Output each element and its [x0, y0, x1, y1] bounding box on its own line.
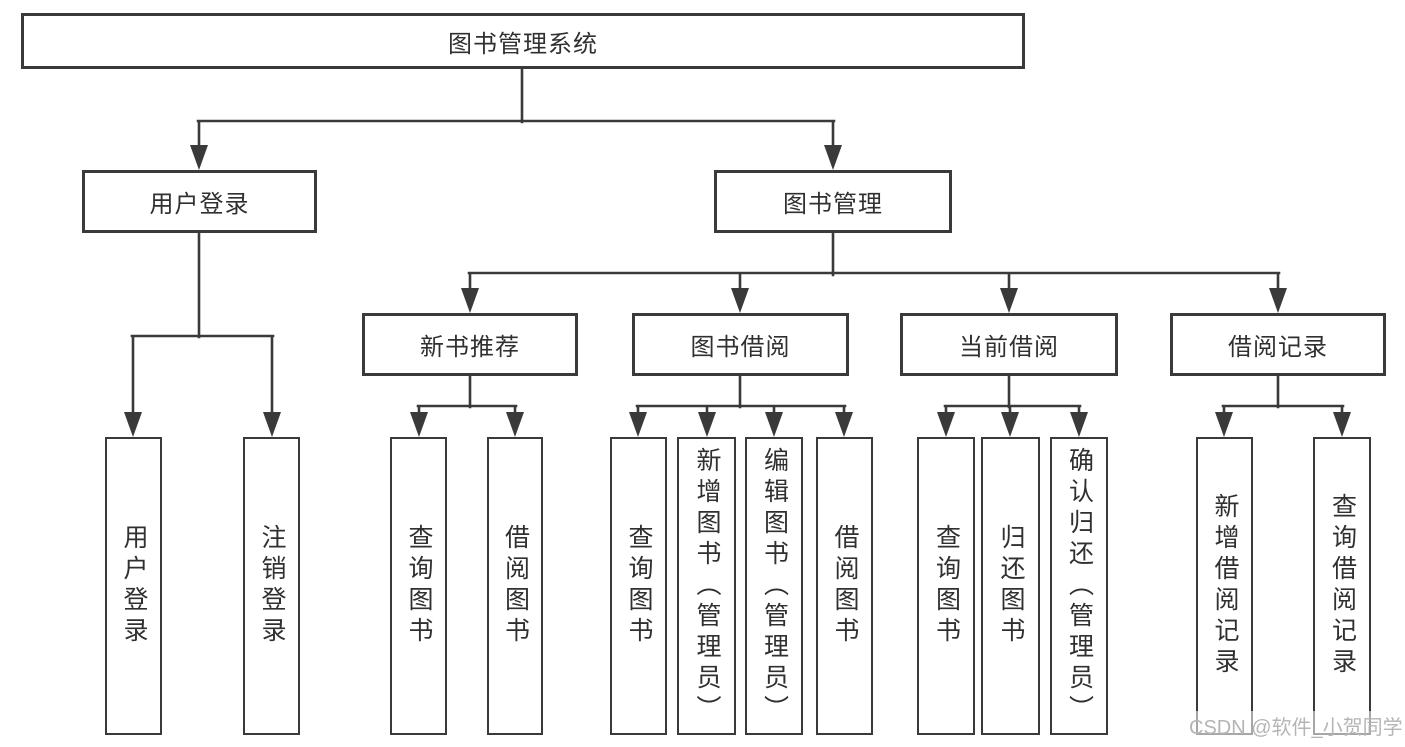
leaf-borrow-books-borrowing: 借阅图书	[816, 437, 873, 735]
node-library-management-system: 图书管理系统	[21, 13, 1025, 69]
node-book-management: 图书管理	[714, 170, 952, 233]
leaf-add-books-admin: 新增图书（管理员）	[677, 437, 736, 735]
leaf-query-books-current: 查询图书	[917, 437, 975, 735]
node-label: 图书借阅	[690, 334, 791, 361]
leaf-label: 新增图书（管理员）	[693, 446, 721, 726]
leaf-add-borrow-record: 新增借阅记录	[1196, 437, 1253, 735]
leaf-user-login: 用户登录	[105, 437, 162, 735]
leaf-confirm-return-admin: 确认归还（管理员）	[1050, 437, 1108, 735]
csdn-watermark: CSDN @软件_小贺同学	[1186, 711, 1405, 740]
leaf-label: 编辑图书（管理员）	[760, 446, 789, 726]
node-book-borrowing: 图书借阅	[632, 313, 849, 376]
node-new-book-recommendation: 新书推荐	[362, 313, 578, 376]
leaf-query-borrow-record: 查询借阅记录	[1313, 437, 1371, 735]
node-user-login: 用户登录	[82, 170, 317, 233]
leaf-label: 归还图书	[997, 524, 1025, 648]
leaf-label: 借阅图书	[501, 524, 530, 648]
leaf-query-books-recommend: 查询图书	[390, 437, 447, 735]
leaf-label: 确认归还（管理员）	[1065, 446, 1094, 726]
leaf-label: 用户登录	[120, 524, 148, 648]
node-borrowing-records: 借阅记录	[1170, 313, 1386, 376]
leaf-label: 查询图书	[932, 524, 961, 648]
leaf-label: 查询图书	[625, 524, 653, 648]
leaf-logout-login: 注销登录	[243, 437, 300, 735]
node-label: 图书管理	[783, 191, 883, 218]
node-label: 当前借阅	[959, 334, 1059, 361]
leaf-borrow-books-recommend: 借阅图书	[487, 437, 543, 735]
leaf-label: 查询图书	[405, 524, 433, 648]
leaf-edit-books-admin: 编辑图书（管理员）	[745, 437, 803, 735]
leaf-query-books-borrowing: 查询图书	[610, 437, 667, 735]
leaf-label: 新增借阅记录	[1211, 493, 1239, 679]
node-label: 图书管理系统	[448, 30, 598, 58]
node-label: 新书推荐	[420, 334, 520, 361]
leaf-label: 查询借阅记录	[1328, 493, 1357, 679]
node-label: 用户登录	[149, 191, 250, 218]
leaf-return-books: 归还图书	[981, 437, 1040, 735]
arrowheads	[124, 145, 1351, 437]
leaf-label: 注销登录	[258, 524, 286, 648]
node-current-borrowing: 当前借阅	[900, 313, 1118, 376]
leaf-label: 借阅图书	[831, 524, 859, 648]
node-label: 借阅记录	[1228, 334, 1328, 361]
